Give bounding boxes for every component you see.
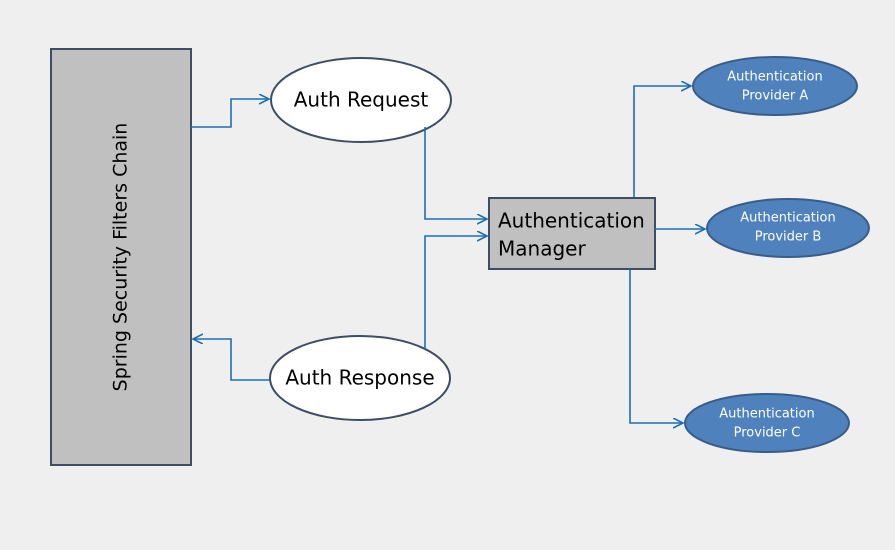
connector-manager-to-provider-a [633, 86, 691, 197]
connector-manager-to-provider-c [629, 269, 683, 423]
connector-request-to-manager [424, 127, 487, 219]
filters-chain-box [50, 48, 192, 466]
provider-c-label-line2: Provider C [734, 426, 801, 441]
filters-chain-label: Spring Security Filters Chain [110, 123, 132, 392]
connector-chain-to-request [191, 99, 269, 128]
connector-response-to-chain [193, 339, 269, 381]
provider-c-node [684, 393, 850, 453]
auth-request-label: Auth Request [294, 88, 429, 112]
provider-a-label-line1: Authentication [727, 70, 822, 85]
provider-a-node [692, 56, 858, 116]
connector-response-to-manager [424, 236, 487, 349]
auth-request-node [270, 57, 452, 143]
provider-a-label-line2: Provider A [742, 89, 809, 104]
provider-b-label-line2: Provider B [755, 230, 822, 245]
auth-response-label: Auth Response [285, 366, 434, 390]
authentication-manager-label-line1: Authentication [498, 209, 645, 233]
authentication-manager-box [488, 197, 656, 270]
authentication-manager-label-line2: Manager [498, 237, 586, 261]
auth-response-node [269, 335, 451, 421]
provider-b-node [706, 198, 870, 258]
provider-c-label-line1: Authentication [719, 407, 814, 422]
provider-b-label-line1: Authentication [740, 211, 835, 226]
